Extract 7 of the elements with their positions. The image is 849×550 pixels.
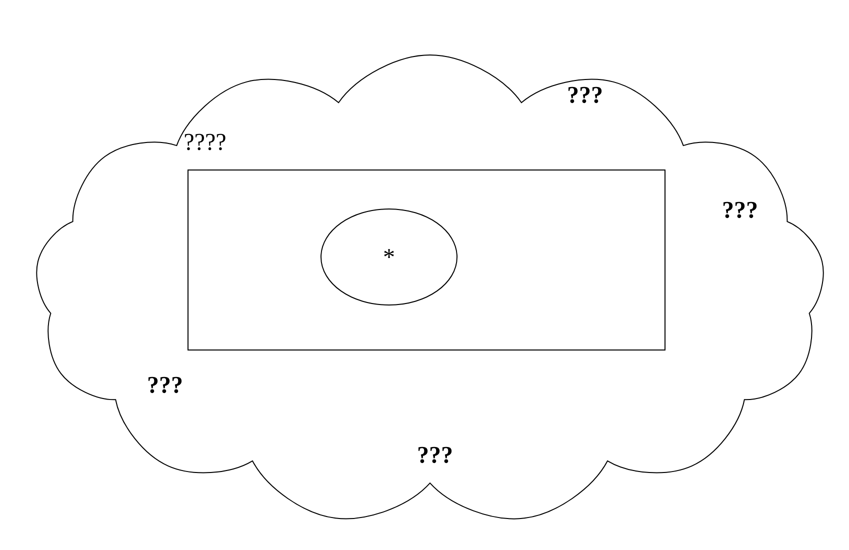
question-marks: ??? (723, 202, 757, 218)
question-marks: ??? (568, 86, 602, 104)
question-marks: ??? (418, 446, 452, 464)
question-marks: ??? (148, 376, 182, 394)
question-marks: ???? (184, 134, 226, 150)
cloud-shape (36, 54, 824, 520)
rectangle-frame (188, 170, 666, 350)
